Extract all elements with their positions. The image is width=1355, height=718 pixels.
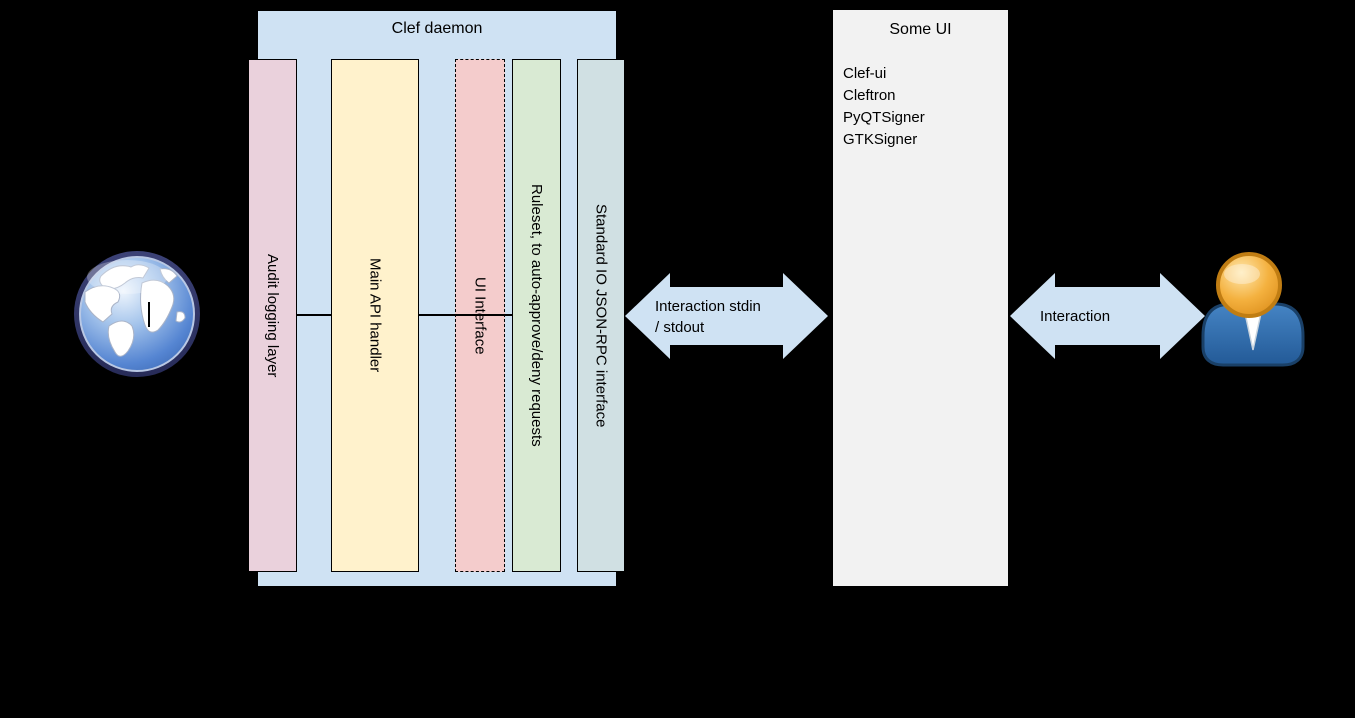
layer-stdio-jsonrpc-label: Standard IO JSON-RPC interface (592, 203, 610, 428)
some-ui-item: Clef-ui (843, 65, 887, 82)
user-icon (1199, 252, 1307, 367)
some-ui-title: Some UI (889, 21, 952, 38)
layer-ruleset: Ruleset, to auto-approve/deny requests (512, 59, 561, 572)
clef-daemon-title: Clef daemon (391, 20, 483, 37)
some-ui-item: GTKSigner (843, 131, 918, 148)
globe-connector-tick (148, 302, 150, 327)
stdio-arrow-label-line2: / stdout (655, 319, 705, 336)
user-interaction-arrow: Interaction (1010, 271, 1206, 361)
stdio-interaction-arrow: Interaction stdin / stdout (625, 271, 829, 361)
layer-audit-logging: Audit logging layer (248, 59, 297, 572)
layer-main-api-handler-label: Main API handler (366, 258, 384, 373)
stdio-arrow-label-line1: Interaction stdin (655, 298, 761, 315)
some-ui-list: Clef-ui Cleftron PyQTSigner GTKSigner (843, 63, 1003, 151)
some-ui-box (832, 9, 1009, 587)
layer-ruleset-label: Ruleset, to auto-approve/deny requests (528, 184, 545, 447)
clef-daemon-box (257, 10, 617, 587)
layer-main-api-handler: Main API handler (331, 59, 419, 572)
user-interaction-arrow-label: Interaction (1040, 308, 1111, 325)
globe-icon (73, 250, 201, 378)
some-ui-item: Cleftron (843, 87, 896, 104)
layer-audit-logging-label: Audit logging layer (264, 253, 281, 378)
stdio-interaction-arrow-label: Interaction stdin / stdout (655, 296, 761, 338)
layer-stdio-jsonrpc: Standard IO JSON-RPC interface (577, 59, 625, 572)
some-ui-item: PyQTSigner (843, 109, 925, 126)
